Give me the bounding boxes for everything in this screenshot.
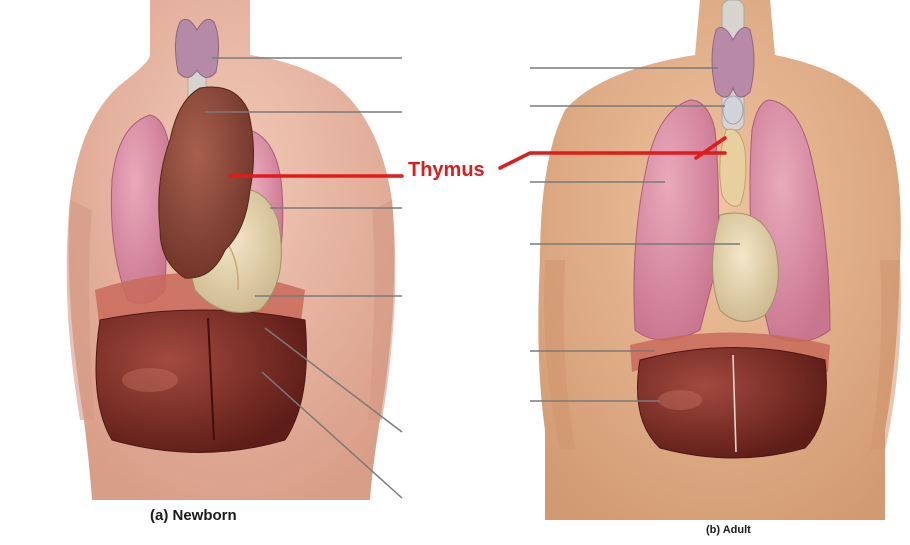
caption-newborn: (a) Newborn	[150, 507, 237, 524]
adult-illustration	[538, 0, 901, 520]
thymus-label: Thymus	[408, 159, 485, 182]
caption-adult: (b) Adult	[706, 524, 751, 536]
newborn-illustration	[67, 0, 396, 500]
adult-larynx	[723, 96, 743, 124]
